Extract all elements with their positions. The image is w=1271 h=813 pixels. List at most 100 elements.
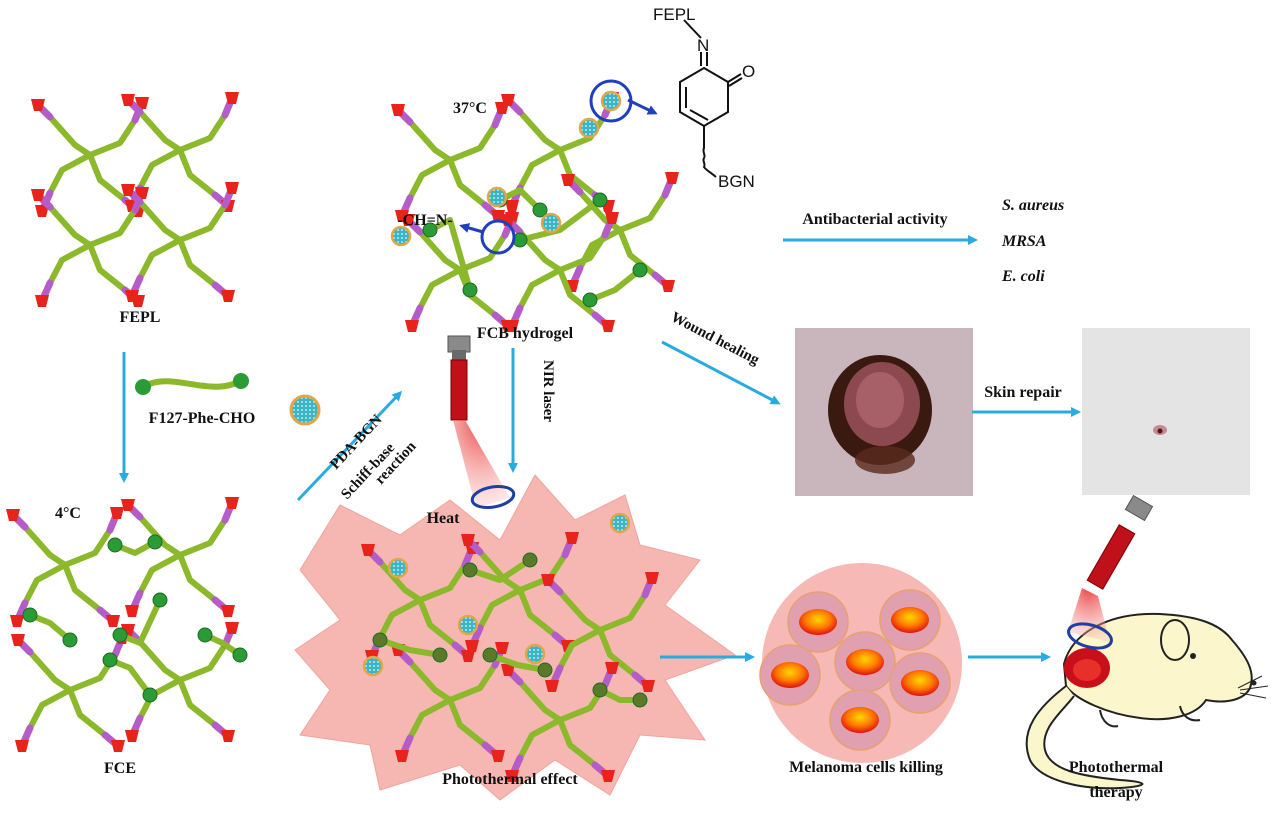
repaired-skin-photo — [1082, 328, 1250, 495]
end-group — [15, 740, 29, 752]
fce-label: FCE — [104, 760, 136, 777]
photothermal-therapy-label-line2: therapy — [1089, 784, 1142, 801]
photothermal-therapy-label-line1: Photothermal — [1069, 759, 1164, 776]
chem-o-label: O — [742, 62, 755, 81]
chem-bgn-label: BGN — [718, 172, 755, 191]
end-group — [121, 499, 135, 511]
polymer-chain — [517, 197, 603, 243]
chem-n-label: N — [697, 36, 709, 55]
heat-label: Heat — [427, 510, 461, 527]
end-group — [461, 650, 475, 662]
cell-nucleus — [771, 662, 809, 688]
bgn-particle — [524, 643, 546, 665]
bead — [592, 192, 608, 208]
polymer-chain — [417, 562, 468, 603]
bead — [432, 647, 448, 663]
bgn-particle — [540, 212, 562, 234]
bead — [102, 652, 118, 668]
end-group — [401, 214, 415, 226]
end-group — [661, 280, 675, 292]
end-group — [6, 509, 20, 521]
end-group — [361, 544, 375, 556]
polymer-chain — [177, 517, 228, 558]
polymer-chain — [47, 152, 93, 196]
f127-linker-icon — [135, 373, 249, 395]
end-group — [505, 770, 519, 782]
end-group — [125, 290, 139, 302]
end-group — [10, 615, 24, 627]
polymer-chain — [177, 642, 228, 683]
bacteria-s-aureus: S. aureus — [1002, 197, 1064, 214]
bead — [462, 562, 478, 578]
bead — [152, 592, 168, 608]
polymer-chain — [617, 192, 668, 233]
end-group — [31, 99, 45, 111]
therapy-laser-icon — [1067, 494, 1154, 650]
structure-pointer-arrow — [627, 98, 658, 115]
bacteria-e-coli: E. coli — [1001, 268, 1045, 285]
polymer-chain — [407, 697, 453, 741]
polymer-chain — [477, 587, 523, 631]
polymer-chain — [87, 207, 138, 248]
end-group — [221, 290, 235, 302]
end-group — [225, 92, 239, 104]
polymer-chain — [557, 232, 608, 273]
polymer-chain — [137, 552, 183, 596]
end-group — [31, 189, 45, 201]
end-group — [465, 640, 479, 652]
polymer-chain — [517, 147, 563, 191]
polymer-chain — [417, 267, 463, 311]
fepl-network — [31, 92, 239, 307]
bead — [422, 222, 438, 238]
polymer-chain — [517, 267, 563, 311]
bead — [482, 647, 498, 663]
end-group — [35, 205, 49, 217]
crosslink-highlight-circle — [480, 219, 516, 255]
end-group — [125, 730, 139, 742]
bead — [592, 682, 608, 698]
bgn-particle — [578, 117, 600, 139]
end-group — [121, 184, 135, 196]
end-group — [491, 210, 505, 222]
fepl-label: FEPL — [120, 309, 161, 326]
bead — [537, 662, 553, 678]
polymer-chain — [447, 662, 498, 703]
end-group — [601, 770, 615, 782]
antibacterial-label: Antibacterial activity — [802, 211, 947, 228]
end-group — [501, 664, 515, 676]
end-group — [111, 740, 125, 752]
polymer-chain — [87, 117, 138, 158]
skin-repair-label: Skin repair — [984, 384, 1062, 401]
polymer-chain — [177, 112, 228, 153]
bead — [62, 632, 78, 648]
end-group — [605, 662, 619, 674]
melanoma-cells-dish — [759, 563, 962, 763]
bgn-particle — [457, 614, 479, 636]
chemical-structure — [679, 19, 743, 178]
bgn-particle — [362, 655, 384, 677]
bead — [372, 632, 388, 648]
end-group — [121, 94, 135, 106]
laser-pointer-icon — [447, 335, 516, 510]
polymer-chain — [597, 592, 648, 633]
polymer-chain — [557, 627, 603, 671]
wound-healing-arrow — [661, 340, 781, 405]
polymer-chain — [27, 687, 73, 731]
end-group — [110, 507, 124, 519]
cell-nucleus — [841, 707, 879, 733]
end-group — [225, 182, 239, 194]
polymer-chain — [377, 597, 423, 641]
fcb-hydrogel-network — [390, 90, 679, 332]
bead — [462, 282, 478, 298]
bgn-particle — [387, 557, 409, 579]
end-group — [221, 605, 235, 617]
end-group — [561, 174, 575, 186]
polymer-chain — [177, 202, 228, 243]
end-group — [501, 94, 515, 106]
cell-nucleus — [891, 607, 929, 633]
nir-laser-label: NIR laser — [540, 360, 556, 422]
cell-nucleus — [901, 670, 939, 696]
polymer-chain — [377, 637, 443, 658]
polymer-chain — [62, 527, 113, 568]
melanoma-label: Melanoma cells killing — [789, 759, 943, 776]
